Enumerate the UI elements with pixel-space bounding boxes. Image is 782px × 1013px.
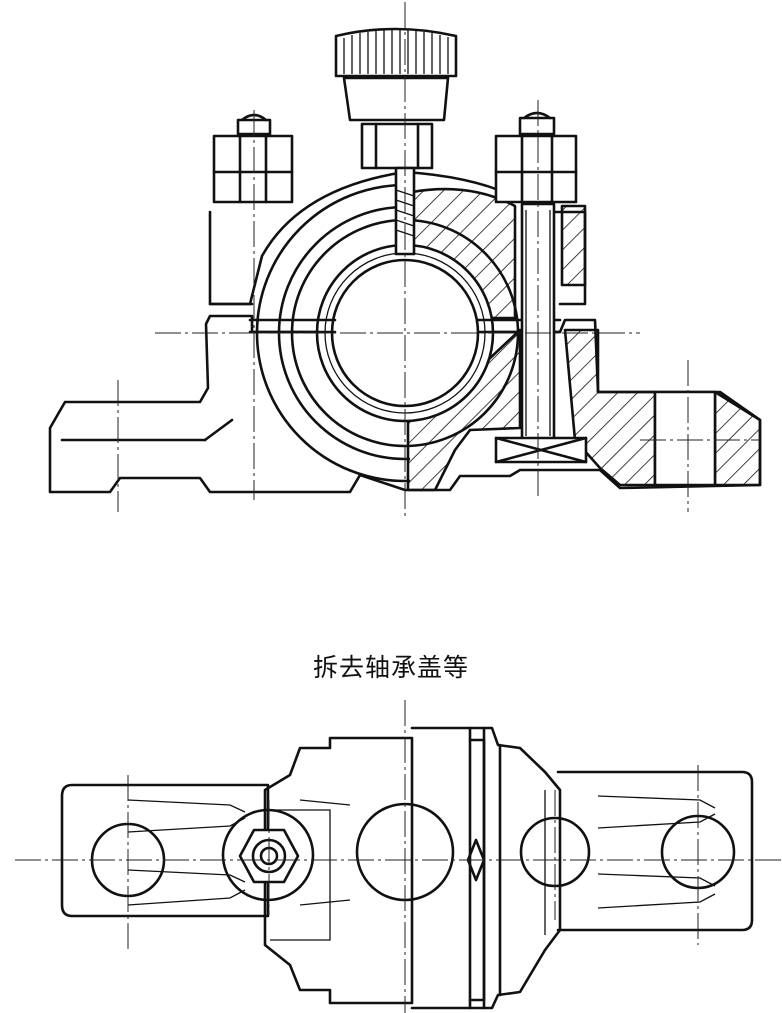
oil-cup [334,27,458,256]
left-stud-nut [212,113,294,204]
caption: 拆去轴承盖等 [312,653,469,682]
front-view [48,2,762,518]
plan-view [15,700,782,1013]
plan-housing [263,736,414,1005]
plan-base-outline [60,783,270,918]
flange-section [713,390,762,487]
cap-insert-section [560,204,587,287]
flange-hole [653,390,717,487]
